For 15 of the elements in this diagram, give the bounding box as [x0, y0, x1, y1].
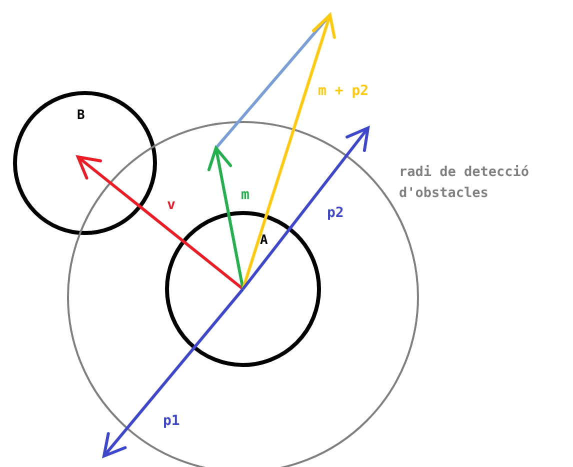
node-label: A	[260, 233, 268, 248]
radius-caption: radi de detecció d'obstacles	[399, 163, 530, 203]
edge-label: m + p2	[318, 83, 369, 99]
vector-arrow	[102, 288, 244, 458]
vector-arrow	[207, 146, 244, 290]
vector-arrow	[242, 126, 370, 290]
obstacle-circle	[13, 91, 157, 235]
node-label: B	[77, 108, 85, 123]
edge-label: p1	[163, 413, 180, 429]
vector-arrow	[76, 156, 244, 290]
edge-label: p2	[327, 205, 344, 221]
vector-arrow	[242, 14, 336, 290]
edge-label: v	[167, 197, 176, 213]
edge-label: m	[241, 187, 250, 203]
agent-circle	[165, 211, 321, 367]
